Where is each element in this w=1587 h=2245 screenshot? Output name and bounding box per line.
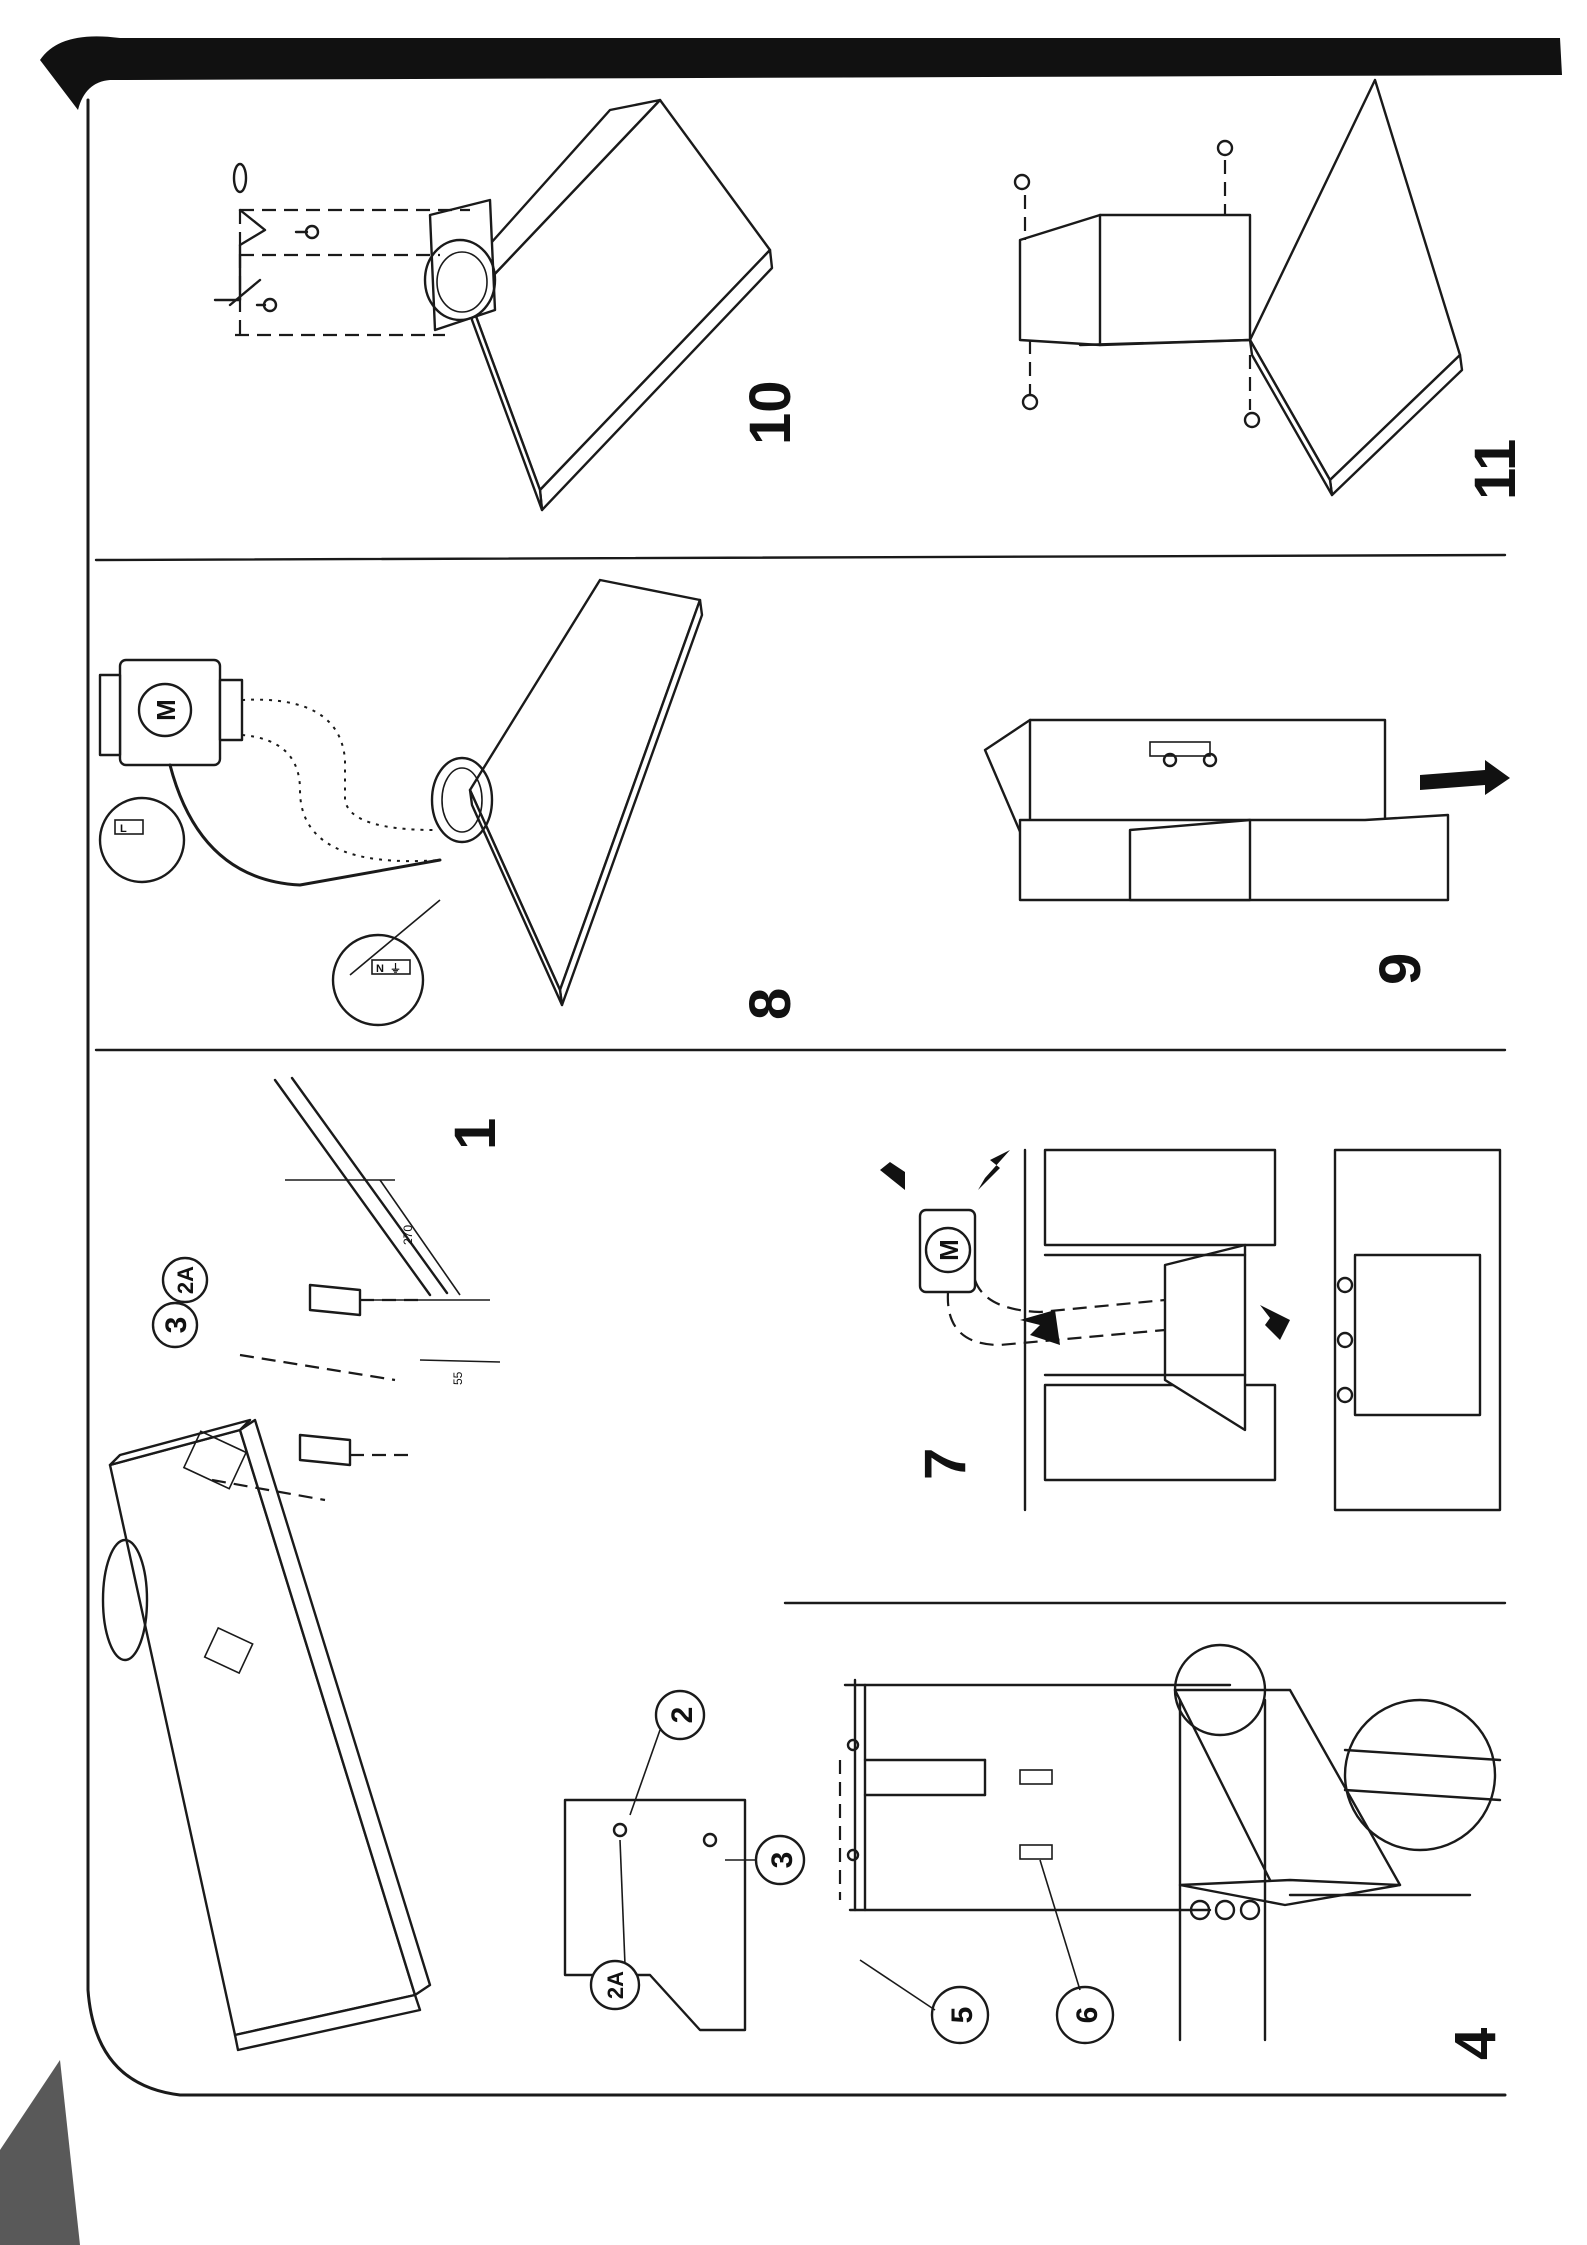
figure-2: 2 3 2A [565,1691,804,2030]
dim-270: 270 [401,1225,415,1245]
terminal-l-top: L [120,823,127,835]
figure-number-10: 10 [738,380,803,445]
figure-7: M 7 [872,1150,1500,1510]
callout-2a-b-label: 2A [603,1971,628,1999]
motor-label: M [151,699,181,721]
callout-2-label: 2 [666,1707,699,1724]
figure-number-4: 4 [1443,2028,1508,2060]
motor-label-7: M [934,1239,964,1261]
dim-55: 55 [451,1371,465,1385]
arrow-icon [1260,1305,1290,1340]
arrow-icon [872,1150,905,1190]
figure-number-11: 11 [1463,439,1528,500]
figure-number-1: 1 [443,1118,508,1150]
callout-6-label: 6 [1071,2007,1104,2024]
figure-10: 10 [215,100,803,510]
figure-number-8: 8 [738,988,803,1020]
arrow-icon [978,1150,1010,1190]
terminal-earth-bottom: ⏚ [390,962,401,975]
figure-4: 5 6 4 [840,1645,1508,2060]
callout-5-label: 5 [946,2007,979,2024]
figure-1: 270 55 3 2A 1 [103,1078,508,2050]
arrow-icon [1420,760,1510,795]
figure-11: 11 [1015,80,1528,500]
callout-3-label: 3 [160,1317,193,1334]
figure-9: 9 [985,720,1510,985]
callout-3b-label: 3 [766,1852,799,1869]
callout-2a-label: 2A [173,1266,198,1294]
figure-8: M L N ⏚ 8 [100,580,803,1025]
figure-number-7: 7 [913,1448,978,1480]
terminal-n-bottom: N [376,963,384,975]
figure-number-9: 9 [1368,953,1433,985]
